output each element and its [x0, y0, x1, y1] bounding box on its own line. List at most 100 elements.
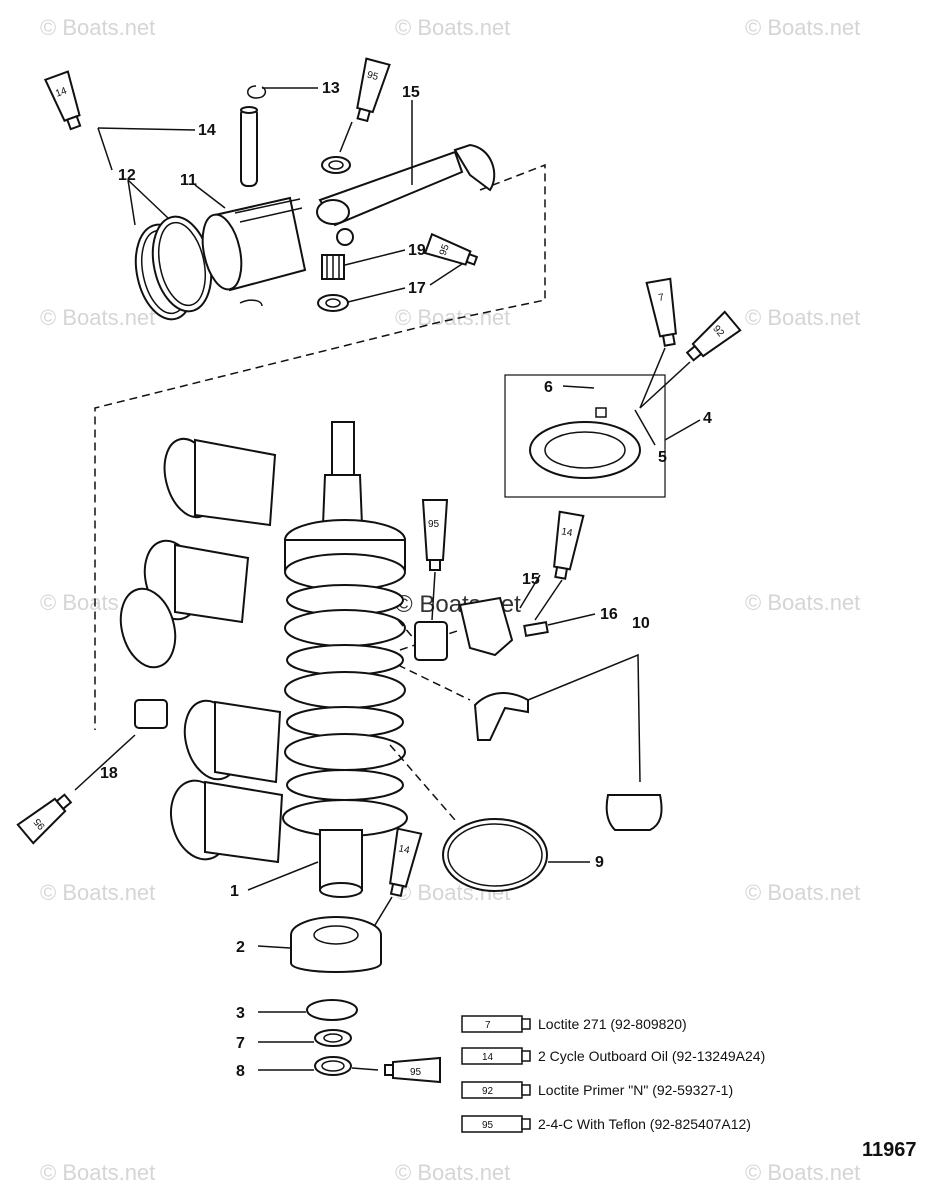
watermark: © Boats.net: [40, 305, 155, 330]
lubricant-legend: 7 Loctite 271 (92-809820) 14 2 Cycle Out…: [461, 1015, 765, 1133]
seal-ring-icon: [306, 999, 358, 1021]
callout-17: 17: [408, 280, 426, 297]
leader-line-14-tube: [97, 127, 113, 171]
callout-1: 1: [230, 883, 239, 900]
leader-line-95: [339, 121, 353, 153]
piston-rod-assembly: 14 95 95 14 13 15 12 11 19 17: [43, 57, 546, 730]
needle-bearing-cage-icon: [134, 699, 168, 729]
bearing-detail-box: [504, 374, 666, 498]
legend-text: 2 Cycle Outboard Oil (92-13249A24): [538, 1048, 765, 1064]
lubricant-tube-icon: 14: [43, 70, 82, 131]
legend-code: 95: [482, 1120, 494, 1131]
piston-skirt-icon: [194, 438, 277, 527]
callout-19: 19: [408, 242, 426, 259]
retaining-clip-icon: [247, 85, 267, 99]
leader-line-7: [639, 347, 666, 409]
watermark: © Boats.net: [40, 15, 155, 40]
ring-groove-icon: [239, 207, 303, 223]
callout-15: 15: [402, 84, 420, 101]
piston-ring-inner-icon: [158, 221, 206, 307]
callout-13: 13: [322, 80, 340, 97]
legend-row-14: 14 2 Cycle Outboard Oil (92-13249A24): [461, 1047, 765, 1065]
callout-7: 7: [236, 1035, 245, 1052]
leader-line-16: [547, 613, 596, 626]
watermark: © Boats.net: [745, 880, 860, 905]
svg-text:14: 14: [54, 85, 69, 99]
callout-15: 15: [522, 571, 540, 588]
leader-line-4: [664, 419, 701, 441]
main-bearing-assembly: 6 5 4 7 92: [504, 277, 742, 498]
leader-line-15: [519, 574, 541, 609]
wrist-pin-icon: [240, 107, 258, 187]
leader-line-95-rod: [429, 263, 463, 286]
leader-line-17: [347, 287, 406, 303]
assembly-guide-dashed-line: [94, 163, 546, 730]
piston-pin-bore-icon: [336, 228, 354, 246]
leader-line-92: [639, 361, 691, 409]
svg-text:14: 14: [397, 843, 411, 856]
watermark: © Boats.net: [745, 1160, 860, 1185]
crank-journal-icon: [286, 706, 404, 738]
leader-line-18: [74, 734, 136, 791]
bearing-race-inner-icon: [544, 431, 626, 469]
leader-line-14-mid: [534, 579, 563, 621]
watermark: © Boats.net: [40, 1160, 155, 1185]
main-bearing-half-icon: [605, 794, 663, 831]
legend-tube-icon: [461, 1015, 523, 1033]
crank-journal-icon: [286, 769, 404, 801]
callout-11: 11: [180, 172, 197, 189]
callout-10: 10: [632, 615, 650, 632]
callout-3: 3: [236, 1005, 245, 1022]
svg-text:95: 95: [428, 519, 440, 530]
callout-9: 9: [595, 854, 604, 871]
crankshaft-threaded-end-icon: [331, 421, 355, 478]
retaining-clip-lower-icon: [239, 299, 263, 307]
callout-2: 2: [236, 939, 245, 956]
crank-web-icon: [284, 733, 406, 771]
svg-text:95: 95: [410, 1067, 422, 1078]
lubricant-tube-icon: 95: [423, 232, 479, 266]
callout-4: 4: [703, 410, 712, 427]
svg-text:95: 95: [438, 243, 452, 258]
leader-line-12: [127, 179, 169, 226]
crankshaft-lower-end-icon: [319, 829, 363, 891]
lubricant-tube-icon: 92: [685, 310, 742, 362]
leader-line-1: [247, 861, 319, 891]
svg-text:95: 95: [366, 70, 380, 84]
leader-line-95-bottom: [351, 1067, 379, 1071]
rod-small-end-icon: [316, 199, 350, 225]
crank-web-icon: [284, 609, 406, 647]
main-bearing-half-icon: [473, 692, 529, 741]
leader-line-5: [634, 409, 656, 446]
thrust-washer-hole-icon: [328, 160, 344, 170]
crank-journal-icon: [286, 644, 404, 676]
lower-bearing-stack: 2 3 7 8 95: [236, 916, 441, 1084]
lubricant-tube-icon: 14: [389, 827, 423, 898]
legend-row-95: 95 2-4-C With Teflon (92-825407A12): [461, 1115, 751, 1133]
leader-line-6: [562, 385, 595, 389]
leader-line-10: [527, 653, 641, 783]
callout-5: 5: [658, 449, 667, 466]
leader-line-19: [344, 249, 406, 266]
callout-16: 16: [600, 606, 618, 623]
watermark: © Boats.net: [745, 590, 860, 615]
callout-14: 14: [198, 122, 216, 139]
crankshaft-assembly: 18 95 16 15 95 14: [16, 421, 663, 931]
legend-text: Loctite 271 (92-809820): [538, 1016, 687, 1032]
lubricant-tube-icon: 95: [16, 793, 73, 845]
piston-crown-icon: [201, 213, 243, 291]
washer-hole-icon: [325, 298, 341, 308]
legend-row-92: 92 Loctite Primer "N" (92-59327-1): [461, 1081, 733, 1099]
piston-icon: [119, 587, 177, 669]
callout-18: 18: [100, 765, 118, 782]
lubricant-tube-icon: [384, 1056, 441, 1084]
ball-bearing-bore-icon: [313, 925, 359, 945]
callout-12: 12: [118, 167, 136, 184]
watermark: © Boats.net: [395, 15, 510, 40]
watermark: © Boats.net: [395, 305, 510, 330]
legend-text: Loctite Primer "N" (92-59327-1): [538, 1082, 733, 1098]
leader-line-2: [257, 945, 291, 949]
crank-web-icon: [284, 671, 406, 709]
rod-cap-icon: [458, 596, 514, 657]
